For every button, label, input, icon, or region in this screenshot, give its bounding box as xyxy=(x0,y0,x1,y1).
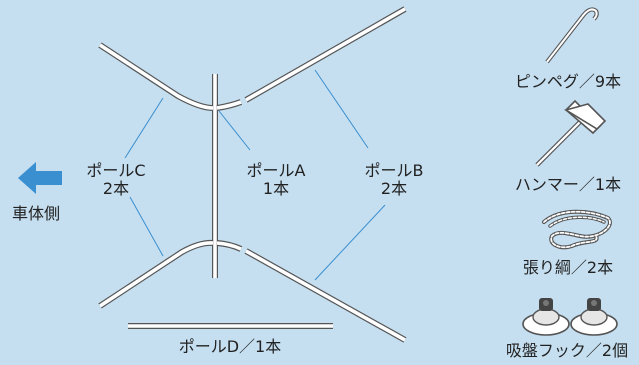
pole-b-count: 2本 xyxy=(380,179,408,198)
pole-lower-arch xyxy=(98,239,407,343)
pole-b-label: ポールB 2本 xyxy=(358,162,430,198)
label-connector-lines xyxy=(124,69,386,281)
suction-hook-icon xyxy=(522,298,618,336)
vehicle-side-label: 車体側 xyxy=(11,204,60,223)
pole-b-name: ポールB xyxy=(364,161,424,180)
guy-rope-icon xyxy=(542,209,612,250)
part-label-suction-hook: 吸盤フック／2個 xyxy=(505,341,629,360)
pole-upper-arch xyxy=(98,6,407,111)
pole-a-count: 1本 xyxy=(262,179,290,198)
left-arrow-icon xyxy=(18,162,62,194)
pin-peg-icon xyxy=(545,7,599,64)
pole-c-count: 2本 xyxy=(102,179,130,198)
hammer-icon xyxy=(535,99,607,167)
part-label-pin-peg: ピンペグ／9本 xyxy=(514,72,622,91)
pole-a-label: ポールA 1本 xyxy=(240,162,312,198)
pole-d-label: ポールD／1本 xyxy=(178,337,282,356)
pole-c-label: ポールC 2本 xyxy=(80,162,152,198)
pole-a-name: ポールA xyxy=(246,161,306,180)
part-label-guy-rope: 張り綱／2本 xyxy=(522,258,614,277)
part-label-hammer: ハンマー／1本 xyxy=(514,175,622,194)
pole-c-name: ポールC xyxy=(86,161,146,180)
